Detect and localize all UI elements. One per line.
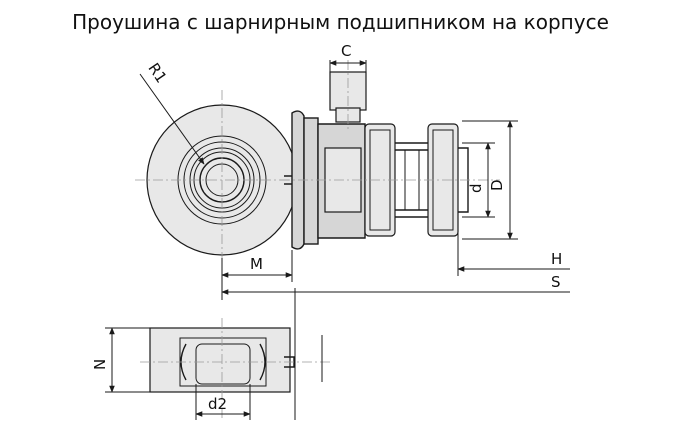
dim-h-label: H <box>551 250 562 268</box>
diagram-title: Проушина с шарнирным подшипником на корп… <box>72 10 609 34</box>
dim-c-label: C <box>341 42 351 60</box>
housing-side-view <box>280 60 500 250</box>
dim-m-label: M <box>250 255 263 273</box>
dim-n-label: N <box>91 359 109 370</box>
dim-s-label: S <box>551 273 561 291</box>
dimensions: C d D M H S N d2 <box>91 42 570 420</box>
dim-d-label: d <box>467 183 485 193</box>
dim-D-label: D <box>488 179 506 191</box>
r1-label: R1 <box>144 60 170 87</box>
eye-front-view: R1 <box>135 60 310 265</box>
bottom-view <box>140 318 330 420</box>
dim-d2-label: d2 <box>208 395 227 413</box>
